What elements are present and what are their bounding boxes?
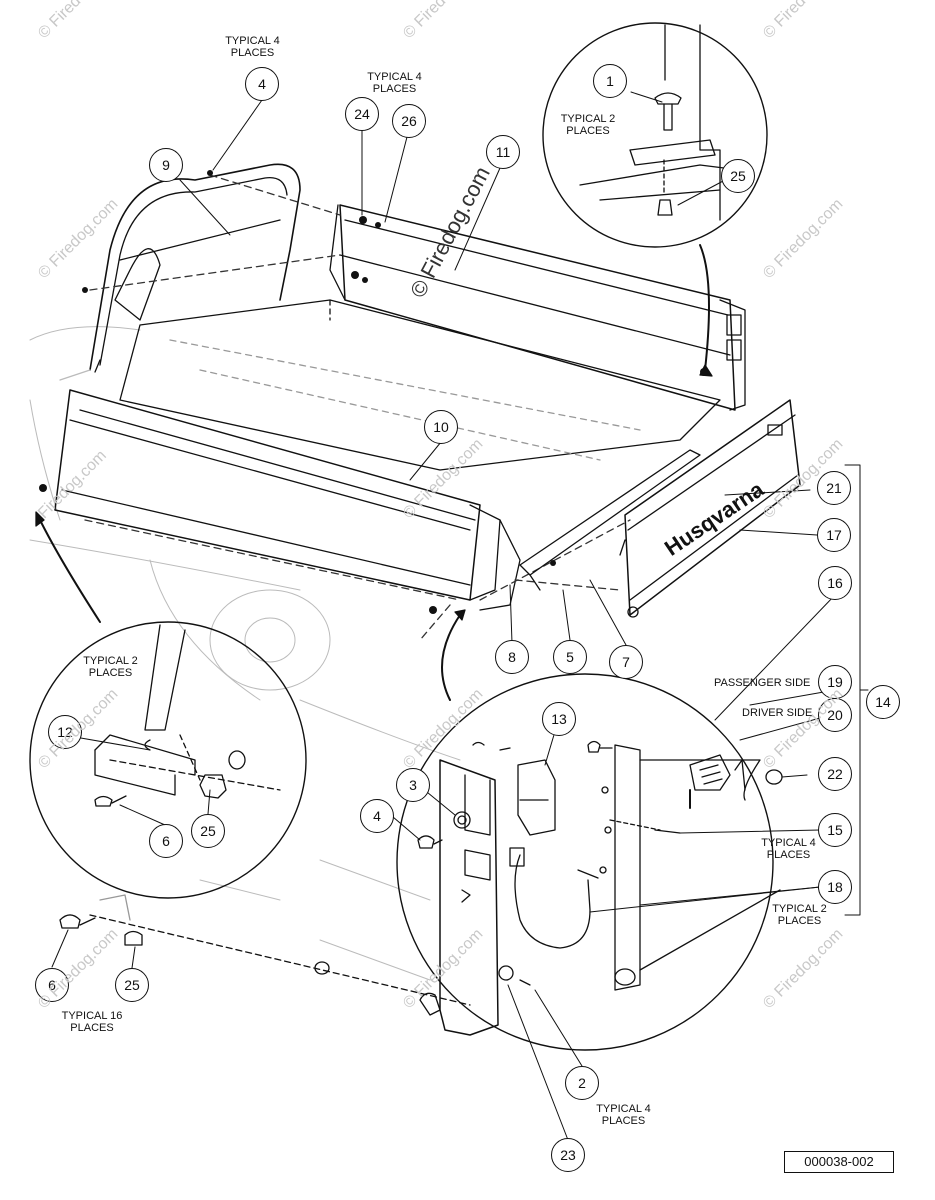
note-typical-4-places-top: TYPICAL 4 PLACES <box>220 35 285 59</box>
callout-16: 16 <box>818 566 852 600</box>
note-line: PLACES <box>566 125 610 137</box>
note-driver-side: DRIVER SIDE <box>742 707 813 719</box>
note-line: PLACES <box>230 47 275 59</box>
note-line: TYPICAL 4 <box>367 71 422 83</box>
callout-7: 7 <box>609 645 643 679</box>
callout-21: 21 <box>817 471 851 505</box>
note-line: PLACES <box>372 83 417 95</box>
callout-26: 26 <box>392 104 426 138</box>
callout-25-top: 25 <box>721 159 755 193</box>
note-line: TYPICAL 4 <box>596 1103 651 1115</box>
note-line: PLACES <box>70 1022 114 1034</box>
note-line: TYPICAL 2 <box>83 655 138 667</box>
note-line: PLACES <box>601 1115 646 1127</box>
callout-4-top: 4 <box>245 67 279 101</box>
callout-12: 12 <box>48 715 82 749</box>
note-typical-16-places: TYPICAL 16 PLACES <box>57 1010 127 1034</box>
callout-6-inset: 6 <box>149 824 183 858</box>
note-line: TYPICAL 4 <box>761 837 816 849</box>
note-typical-2-places-inset-left: TYPICAL 2 PLACES <box>78 655 143 679</box>
callout-23: 23 <box>551 1138 585 1172</box>
callout-19: 19 <box>818 665 852 699</box>
note-typical-4-places-panel: TYPICAL 4 PLACES <box>362 71 427 95</box>
note-passenger-side: PASSENGER SIDE <box>714 677 811 689</box>
callout-20: 20 <box>818 698 852 732</box>
note-line: TYPICAL 2 <box>560 113 616 125</box>
callout-3: 3 <box>396 768 430 802</box>
callout-4-mid: 4 <box>360 799 394 833</box>
callout-18: 18 <box>818 870 852 904</box>
callout-24: 24 <box>345 97 379 131</box>
note-line: PLACES <box>766 849 811 861</box>
callout-15: 15 <box>818 813 852 847</box>
callout-8: 8 <box>495 640 529 674</box>
callout-13: 13 <box>542 702 576 736</box>
callout-17: 17 <box>817 518 851 552</box>
callout-25-inset: 25 <box>191 814 225 848</box>
note-line: PLACES <box>88 667 133 679</box>
callout-6-bottom: 6 <box>35 968 69 1002</box>
callout-5: 5 <box>553 640 587 674</box>
note-typical-2-places-right: TYPICAL 2 PLACES <box>767 903 832 927</box>
callout-14: 14 <box>866 685 900 719</box>
note-typical-2-places-inset-top: TYPICAL 2 PLACES <box>553 113 623 137</box>
note-line: TYPICAL 2 <box>772 903 827 915</box>
callout-2: 2 <box>565 1066 599 1100</box>
note-line: TYPICAL 16 <box>61 1010 123 1022</box>
callout-22: 22 <box>818 757 852 791</box>
drawing-number: 000038-002 <box>784 1151 894 1173</box>
note-typical-4-places-right: TYPICAL 4 PLACES <box>756 837 821 861</box>
callout-10: 10 <box>424 410 458 444</box>
callout-11: 11 <box>486 135 520 169</box>
callout-1: 1 <box>593 64 627 98</box>
callout-25-bottom: 25 <box>115 968 149 1002</box>
note-typical-4-places-bottom: TYPICAL 4 PLACES <box>591 1103 656 1127</box>
note-line: TYPICAL 4 <box>225 35 280 47</box>
callout-9: 9 <box>149 148 183 182</box>
note-line: PLACES <box>777 915 822 927</box>
